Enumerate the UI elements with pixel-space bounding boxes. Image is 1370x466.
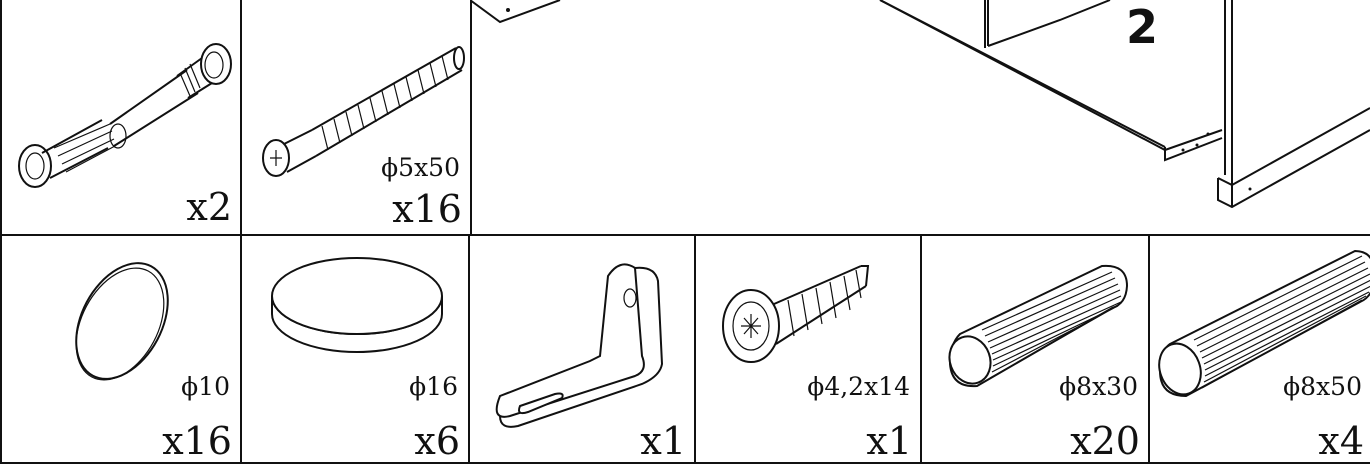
dowel-icon (948, 264, 1129, 388)
bracket-icon (495, 263, 664, 428)
connector-bolt-icon (18, 43, 232, 188)
part-cell-connector-bolt: x2 (0, 0, 242, 236)
part-cell-bracket: x1 (468, 234, 696, 464)
part-size: ϕ5x50 (381, 153, 460, 182)
part-qty: x2 (186, 185, 232, 229)
part-qty: x4 (1318, 419, 1364, 463)
part-cell-screw-5x50: ϕ5x50 x16 (240, 0, 472, 236)
part-size: ϕ10 (181, 372, 230, 401)
cap-icon (75, 262, 169, 381)
part-size: ϕ4,2x14 (807, 372, 910, 401)
screw-icon (262, 46, 465, 177)
part-size: ϕ8x50 (1283, 372, 1362, 401)
part-cell-dowel-8x30: ϕ8x30 x20 (920, 234, 1150, 464)
part-cell-cap: ϕ10 x16 (0, 234, 242, 464)
part-cell-screw-4-2x14: ϕ4,2x14 x1 (694, 234, 922, 464)
part-qty: x1 (866, 419, 912, 463)
part-qty: x1 (640, 419, 686, 463)
part-cell-dowel-8x50: ϕ8x50 x4 (1148, 234, 1370, 464)
part-size: ϕ8x30 (1059, 372, 1138, 401)
part-qty: x20 (1070, 419, 1140, 463)
part-size: ϕ16 (409, 372, 458, 401)
screw-icon (722, 265, 870, 363)
part-qty: x6 (414, 419, 460, 463)
dowel-icon (1158, 249, 1370, 398)
pad-icon (271, 257, 443, 353)
part-qty: x16 (392, 187, 462, 231)
step-number: 2 (1126, 0, 1159, 54)
part-cell-pad: ϕ16 x6 (240, 234, 470, 464)
part-qty: x16 (162, 419, 232, 463)
